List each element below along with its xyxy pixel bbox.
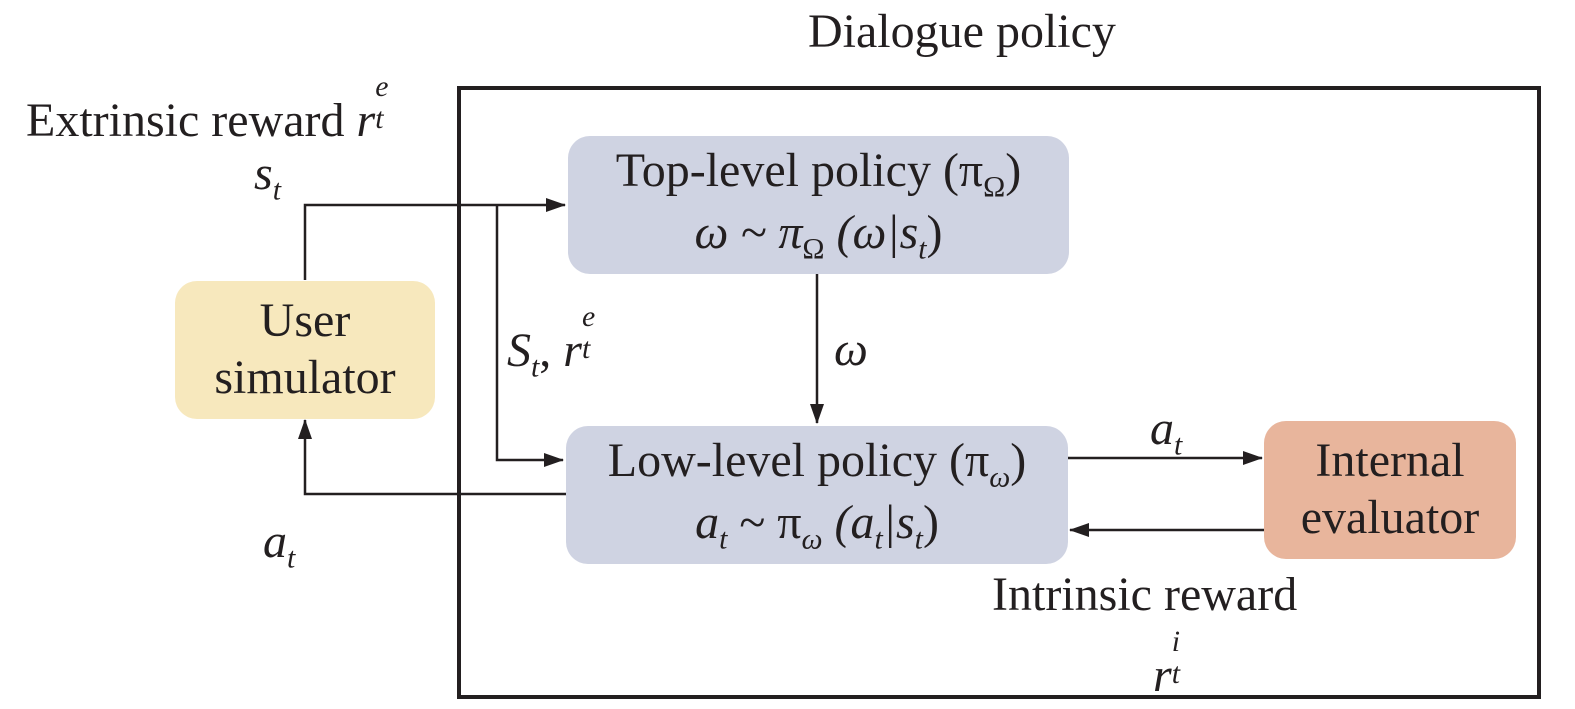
action-left-var: a [263,515,287,568]
extrinsic-reward-text: Extrinsic reward [26,94,345,147]
state-label: st [254,150,281,205]
action-left-sub: t [287,541,296,575]
extrinsic-reward-var: r [356,94,376,147]
action-arrow-to-user [298,419,567,496]
state-reward-var2: r [563,324,582,377]
state-reward-sub1: t [531,350,540,384]
low-level-formula-sub2: t [874,522,883,556]
internal-evaluator-box: Internal evaluator [1264,421,1516,559]
internal-evaluator-line1: Internal [1315,434,1465,488]
low-level-formula-a: a [695,496,720,549]
intrinsic-reward-sup: i [1171,624,1180,658]
top-level-formula-a: ω ~ π [694,206,803,259]
low-level-title-end: ) [1010,434,1027,488]
top-level-policy-title: Top-level policy (πΩ) [616,143,1022,205]
top-level-formula-sub2: t [918,232,927,266]
action-right-sub: t [1174,428,1183,462]
top-level-policy-box: Top-level policy (πΩ) ω ~ πΩ (ω|st) [568,136,1069,274]
state-reward-sup2: e [581,299,596,333]
omega-label: ω [834,323,868,376]
user-simulator-box: User simulator [175,281,435,419]
top-level-formula-sub: Ω [802,232,825,266]
intrinsic-reward-label: Intrinsic reward [992,568,1298,621]
top-level-policy-formula: ω ~ πΩ (ω|st) [694,205,942,267]
low-level-policy-box: Low-level policy (πω) at ~ πω (at|st) [566,426,1068,564]
low-level-formula-sub: ω [801,522,823,556]
top-level-title-end: ) [1005,144,1022,198]
extrinsic-reward-sub: t [375,102,384,136]
low-level-formula-sub3: t [914,522,923,556]
internal-evaluator-line2: evaluator [1300,491,1480,544]
action-right-var: a [1150,402,1174,455]
state-var: s [254,147,273,200]
user-simulator-line2: simulator [214,351,396,404]
low-level-formula-e: ) [922,496,939,549]
intrinsic-reward-sub: t [1171,657,1180,691]
action-left-label: at [263,518,295,573]
action-right-label: at [1150,405,1182,460]
low-level-formula-b: ~ π [727,496,802,549]
low-level-policy-title: Low-level policy (πω) [608,433,1026,495]
state-arrow-to-top [303,198,566,280]
intrinsic-reward-var: r [1153,649,1172,702]
state-sub: t [272,173,281,207]
state-reward-sub2: t [581,332,591,366]
state-reward-sep: , [539,324,564,377]
diagram-title: Dialogue policy [808,5,1116,58]
extrinsic-reward-sup: e [375,69,389,103]
low-level-formula-c: (a [822,496,875,549]
low-level-title-text: Low-level policy (π [607,434,990,488]
state-arrow-to-low [495,205,564,467]
low-level-formula-sub-a: t [719,522,728,556]
top-level-formula-b: (ω|s [824,206,919,259]
top-level-formula-c: ) [926,206,943,259]
low-level-policy-formula: at ~ πω (at|st) [695,495,939,557]
user-simulator-line1: User [259,294,351,348]
dialogue-policy-frame [457,86,1541,699]
low-level-formula-d: |s [882,496,915,549]
low-level-title-sub: ω [989,460,1011,494]
top-level-title-sub: Ω [983,170,1006,204]
top-level-title-text: Top-level policy (π [615,144,984,198]
state-reward-var1: S [507,324,531,377]
